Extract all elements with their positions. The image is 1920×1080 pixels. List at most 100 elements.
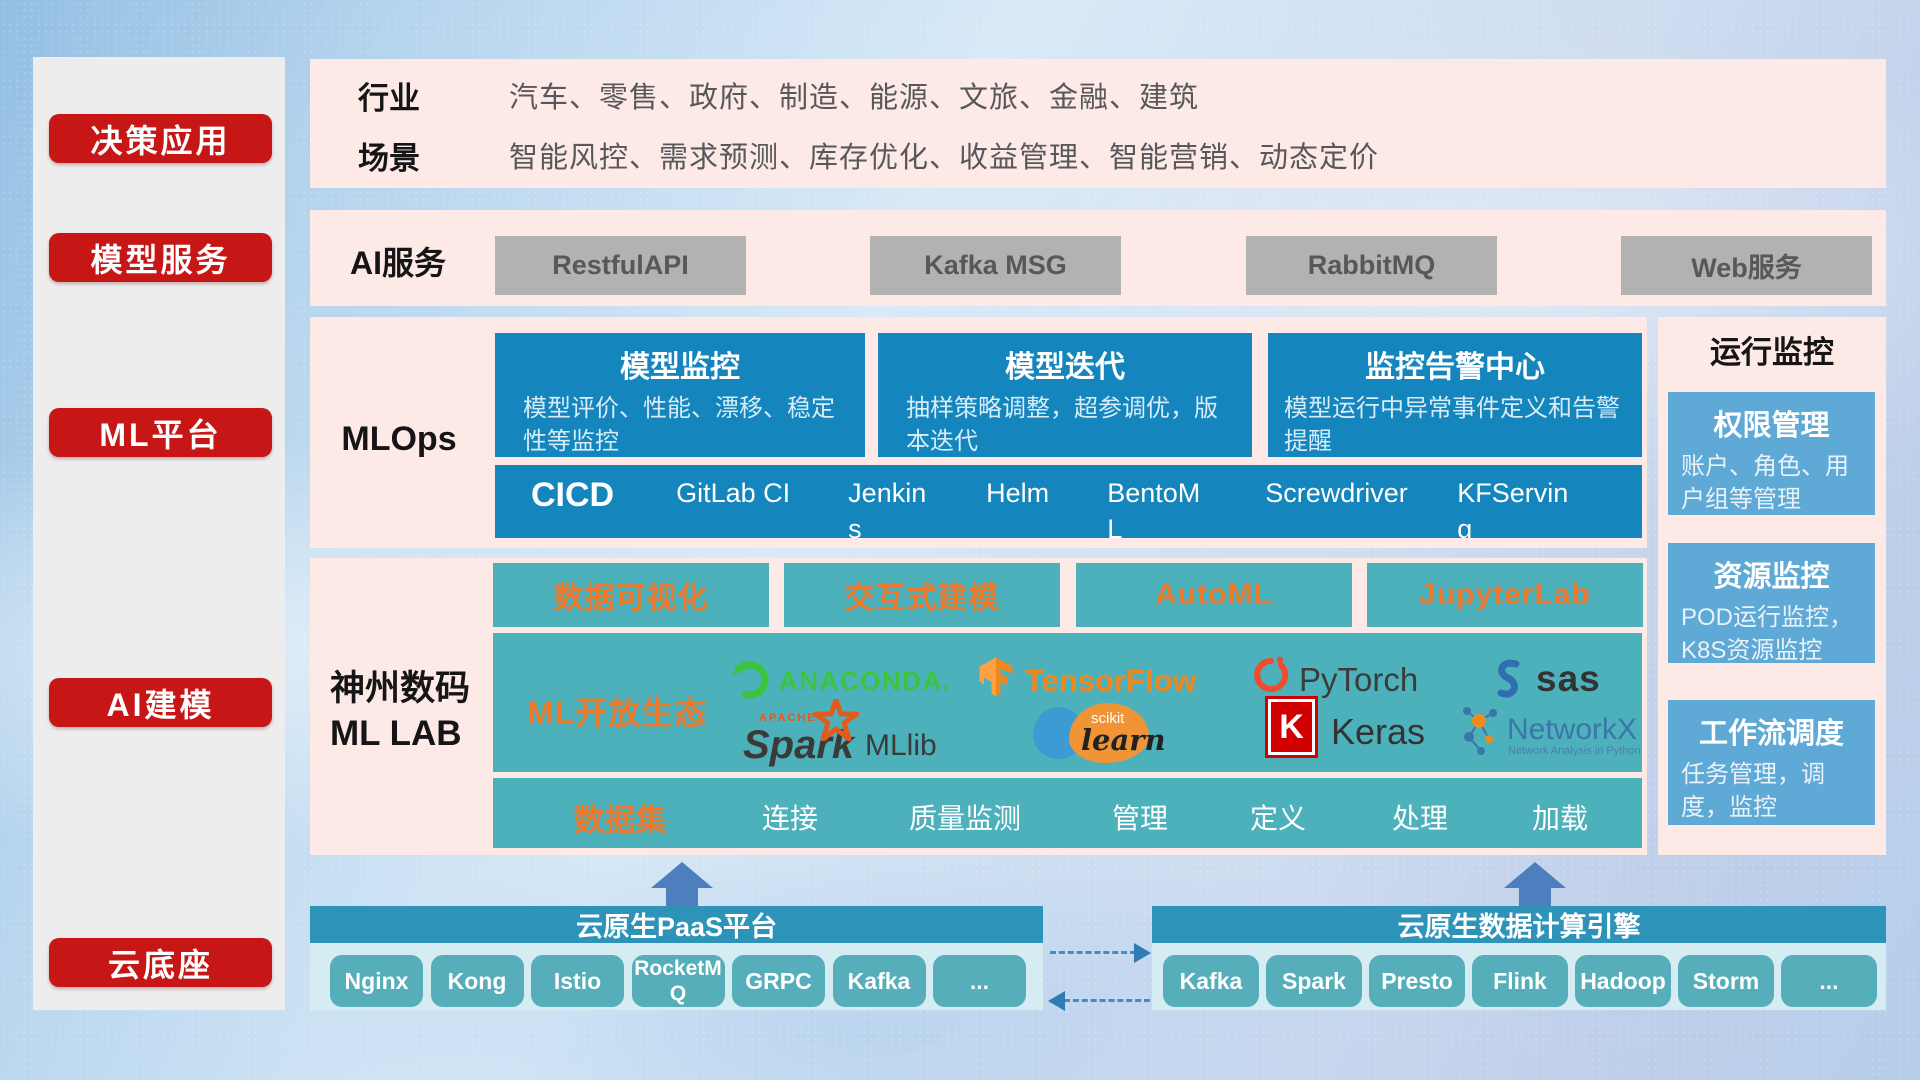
scene-values: 智能风控、需求预测、库存优化、收益管理、智能营销、动态定价	[509, 142, 1380, 174]
tool-bentoml: BentoML	[1107, 478, 1201, 538]
networkx-icon	[1463, 707, 1497, 755]
permission-desc: 账户、角色、用户组等管理	[1681, 453, 1849, 513]
mllab-label-line2: ML LAB	[330, 714, 462, 753]
tab-data-visualization: 数据可视化	[493, 563, 769, 627]
dashed-arrowhead-right	[1134, 943, 1151, 963]
tensorflow-logo: TensorFlow	[1025, 663, 1197, 698]
dashed-line-left	[1064, 999, 1150, 1002]
resource-desc: POD运行监控，K8S资源监控	[1681, 604, 1854, 664]
tab-interactive-modeling: 交互式建模	[784, 563, 1060, 627]
tool-kfserving: KFServing	[1457, 478, 1569, 538]
paas-items-bar: Nginx Kong Istio RocketMQ GRPC Kafka ...	[310, 943, 1043, 1010]
dataset-item-load: 加载	[1531, 803, 1588, 834]
sas-icon	[1497, 659, 1520, 698]
chip-spark: Spark	[1266, 955, 1362, 1007]
chip-more-paas: ...	[933, 955, 1026, 1007]
runtime-monitor-panel: 运行监控 权限管理 账户、角色、用户组等管理 资源监控 POD运行监控，K8S资…	[1658, 317, 1886, 855]
resource-title: 资源监控	[1713, 561, 1830, 593]
dashed-line-right	[1050, 951, 1136, 954]
resource-card: 资源监控 POD运行监控，K8S资源监控	[1668, 543, 1875, 664]
model-iteration-desc: 抽样策略调整，超参调优，版本迭代	[906, 395, 1218, 455]
industry-scene-panel: 行业 汽车、零售、政府、制造、能源、文旅、金融、建筑 场景 智能风控、需求预测、…	[310, 59, 1886, 188]
spark-star-icon	[813, 699, 859, 741]
alert-center-card: 监控告警中心 模型运行中异常事件定义和告警提醒	[1268, 333, 1642, 457]
mlops-label: MLOps	[341, 420, 457, 458]
tool-gitlab-ci: GitLab CI	[676, 478, 791, 508]
mlops-panel: MLOps 模型监控 模型评价、性能、漂移、稳定性等监控 模型迭代 抽样策略调整…	[310, 317, 1647, 548]
model-monitor-card: 模型监控 模型评价、性能、漂移、稳定性等监控	[495, 333, 865, 457]
ml-ecosystem-box: ML开放生态 ANACONDA. TensorFlow PyTorch	[493, 633, 1642, 772]
workflow-card: 工作流调度 任务管理，调度，监控	[1668, 700, 1875, 825]
sidebar: 决策应用 模型服务 ML平台 AI建模 云底座	[33, 57, 285, 1010]
tab-jupyterlab: JupyterLab	[1367, 563, 1643, 627]
tab-automl: AutoML	[1076, 563, 1352, 627]
anaconda-logo: ANACONDA.	[779, 666, 952, 696]
ai-service-panel: AI服务 RestfulAPI Kafka MSG RabbitMQ Web服务	[310, 210, 1886, 306]
chip-kong: Kong	[430, 955, 524, 1007]
dashed-arrowhead-left	[1048, 991, 1065, 1011]
tool-jenkins: Jenkins	[848, 478, 927, 538]
mllab-label-line1: 神州数码	[330, 669, 471, 708]
engine-items-bar: Kafka Spark Presto Flink Hadoop Storm ..…	[1152, 943, 1886, 1010]
chip-grpc: GRPC	[732, 955, 825, 1007]
cicd-bar: CICD GitLab CI Jenkins Helm BentoML Scre…	[495, 465, 1642, 538]
sidebar-item-ai-modeling: AI建模	[49, 678, 272, 727]
tool-helm: Helm	[986, 478, 1050, 508]
kafka-msg-button: Kafka MSG	[870, 236, 1121, 295]
chip-more-engine: ...	[1781, 955, 1877, 1007]
dataset-item-quality: 质量监测	[908, 803, 1021, 834]
chip-kafka-paas: Kafka	[832, 955, 926, 1007]
runtime-monitor-title: 运行监控	[1710, 335, 1834, 370]
mllab-label: 神州数码 ML LAB	[330, 666, 470, 756]
scikit-learn-logo: scikit learn	[1033, 703, 1166, 765]
alert-center-desc: 模型运行中异常事件定义和告警提醒	[1284, 395, 1620, 455]
model-monitor-desc: 模型评价、性能、漂移、稳定性等监控	[523, 395, 835, 455]
permission-title: 权限管理	[1713, 410, 1830, 442]
ml-ecosystem-label: ML开放生态	[527, 695, 708, 731]
chip-kafka-engine: Kafka	[1163, 955, 1259, 1007]
learn-label: learn	[1081, 723, 1166, 757]
apache-label: APACHE	[759, 712, 817, 724]
ai-service-label: AI服务	[350, 245, 447, 281]
chip-rocketmq: RocketMQ	[631, 955, 725, 1007]
pytorch-icon	[1254, 656, 1289, 692]
networkx-caption: Network Analysis in Python	[1508, 745, 1641, 757]
pytorch-logo: PyTorch	[1299, 661, 1419, 698]
chip-nginx: Nginx	[330, 955, 423, 1007]
mllab-panel: 神州数码 ML LAB 数据可视化 交互式建模 AutoML JupyterLa…	[310, 558, 1647, 855]
engine-up-arrow	[1504, 862, 1566, 906]
alert-center-title: 监控告警中心	[1365, 351, 1545, 384]
tensorflow-icon	[979, 657, 1013, 697]
industry-label: 行业	[358, 80, 420, 116]
networkx-logo: NetworkX	[1507, 713, 1638, 746]
chip-flink: Flink	[1472, 955, 1568, 1007]
industry-values: 汽车、零售、政府、制造、能源、文旅、金融、建筑	[509, 82, 1200, 114]
mllib-logo: MLlib	[865, 729, 937, 762]
anaconda-icon	[731, 661, 769, 699]
restfulapi-button: RestfulAPI	[495, 236, 746, 295]
sidebar-item-cloud-base: 云底座	[49, 938, 272, 987]
chip-presto: Presto	[1369, 955, 1465, 1007]
dataset-item-connect: 连接	[761, 803, 818, 834]
workflow-desc: 任务管理，调度，监控	[1681, 761, 1825, 821]
scene-label: 场景	[358, 140, 420, 176]
dataset-bar: 数据集 连接 质量监测 管理 定义 处理 加载	[493, 778, 1642, 848]
model-iteration-title: 模型迭代	[1005, 351, 1125, 384]
engine-header: 云原生数据计算引擎	[1152, 906, 1886, 943]
dataset-label: 数据集	[573, 803, 667, 838]
dataset-item-define: 定义	[1249, 803, 1306, 834]
model-iteration-card: 模型迭代 抽样策略调整，超参调优，版本迭代	[878, 333, 1252, 457]
model-monitor-title: 模型监控	[620, 351, 740, 384]
dataset-item-manage: 管理	[1111, 803, 1168, 834]
chip-istio: Istio	[531, 955, 624, 1007]
keras-logo: Keras	[1331, 711, 1426, 752]
sidebar-item-decision-app: 决策应用	[49, 114, 272, 163]
chip-storm: Storm	[1678, 955, 1774, 1007]
chip-hadoop: Hadoop	[1575, 955, 1671, 1007]
keras-icon: K	[1265, 696, 1318, 758]
paas-header: 云原生PaaS平台	[310, 906, 1043, 943]
workflow-title: 工作流调度	[1698, 718, 1844, 750]
scikit-label: scikit	[1091, 710, 1125, 727]
permission-card: 权限管理 账户、角色、用户组等管理	[1668, 392, 1875, 515]
